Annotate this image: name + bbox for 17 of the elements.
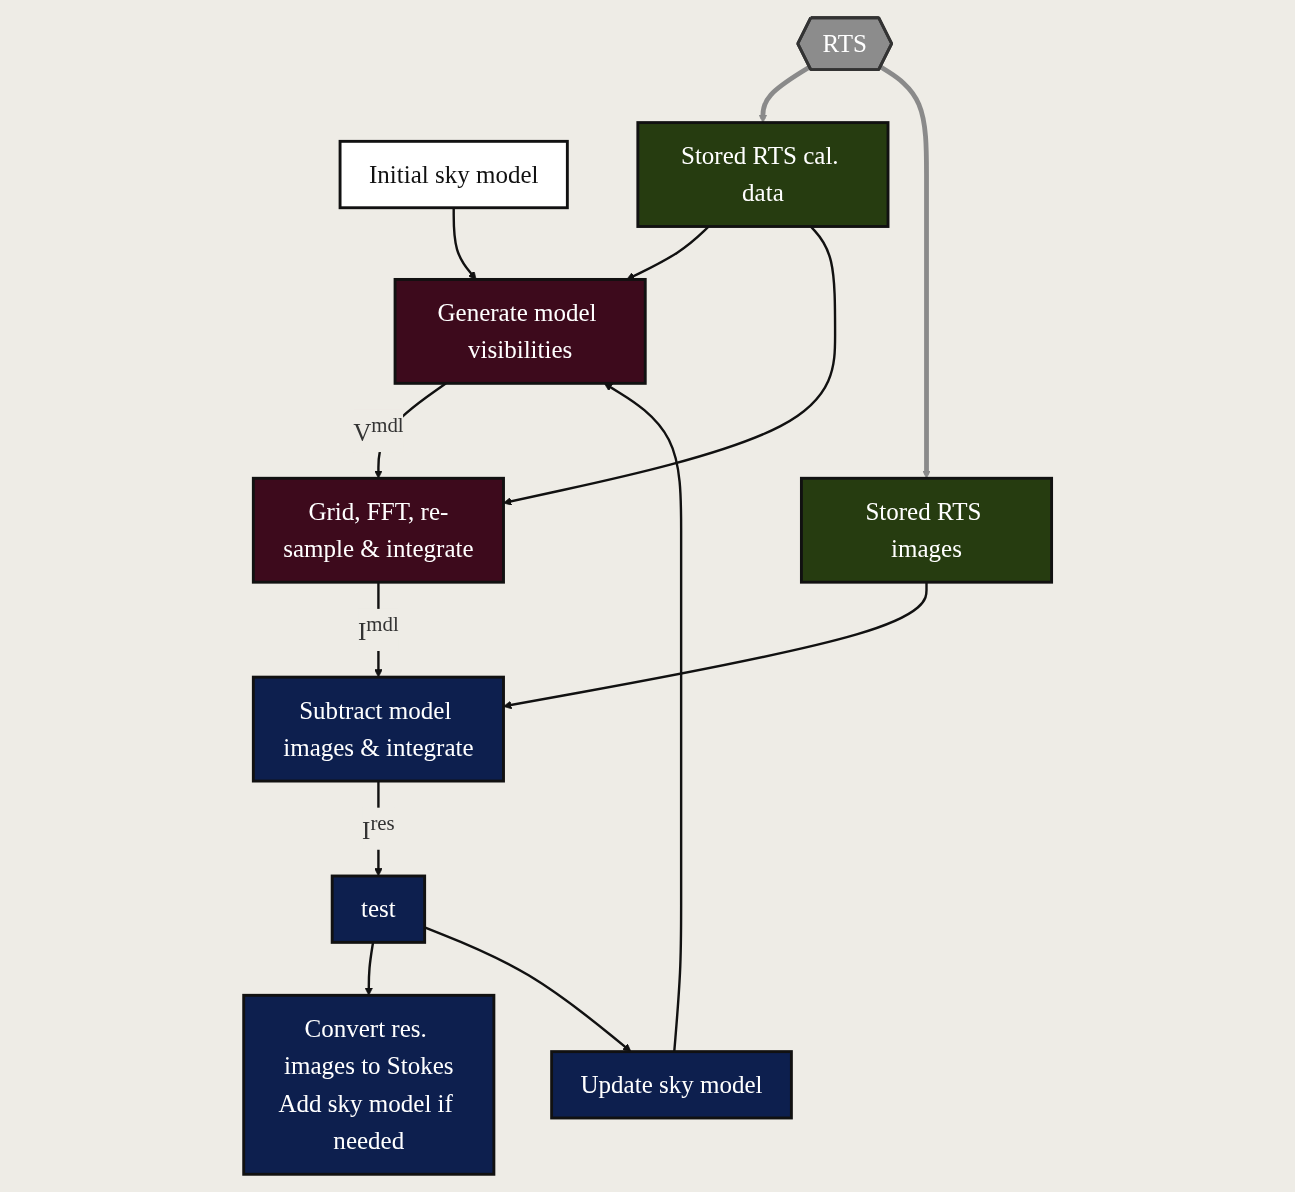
node-box: test	[330, 874, 426, 944]
edge-label: V$^{mdl}$	[353, 413, 404, 448]
arrow	[452, 207, 477, 280]
arrow	[424, 926, 632, 1052]
edge-label: I$^{mdl}$	[357, 612, 399, 646]
node-box: Update sky model	[550, 1050, 793, 1120]
node-box: Subtract model images & integrate	[251, 675, 505, 783]
edge-label: I$^{res}$	[361, 811, 395, 845]
arrow	[879, 64, 931, 479]
node-box: Generate model visibilities	[393, 278, 647, 385]
node-box: Convert res. images to Stokes Add sky model if needed	[242, 993, 496, 1176]
arrow	[364, 942, 375, 996]
arrow	[758, 64, 811, 123]
node-box: Grid, FFT, re-sample & integrate	[251, 476, 505, 584]
node-box: Stored RTS cal. data	[636, 121, 890, 228]
node-box: Stored RTS images	[799, 476, 1053, 584]
node-box: Initial sky model	[338, 139, 569, 210]
